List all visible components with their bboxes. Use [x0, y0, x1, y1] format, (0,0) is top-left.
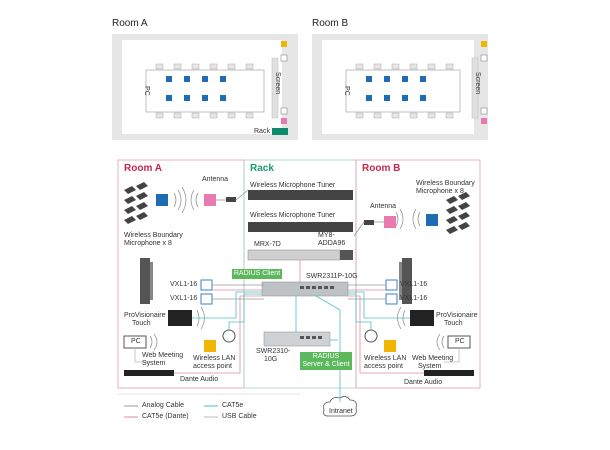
legend-usb: USB Cable — [222, 413, 257, 420]
floorplan-room-a-title: Room A — [112, 18, 148, 29]
provisionaire-label-b-1: ProVisionaire — [436, 312, 478, 319]
provisionaire-label-b-2: Touch — [444, 320, 463, 327]
provisionaire-a — [168, 310, 192, 326]
web-meeting-label-a-1: Web Meeting — [142, 352, 184, 359]
web-meeting-label-a-2: System — [142, 360, 166, 367]
wlan-ap-a — [222, 329, 236, 343]
wlan-ap-b — [364, 329, 378, 343]
vxl-box-b2 — [385, 293, 398, 305]
antenna-label-b: Antenna — [370, 203, 397, 210]
mrx-label: MRX-7D — [254, 241, 281, 248]
mic-receiver-a — [156, 194, 168, 206]
room-b-frame — [355, 159, 481, 389]
section-title-rack: Rack — [250, 163, 274, 174]
tuner-1-label: Wireless Microphone Tuner — [250, 182, 336, 189]
legend-cat5e: CAT5e — [222, 402, 244, 409]
boundary-mic-cluster-a — [124, 182, 148, 224]
boundary-mics-room-a — [166, 76, 226, 101]
wlan-label-b-2: access point — [364, 363, 403, 370]
floorplan-screen-label-a: Screen — [274, 72, 281, 95]
swr-poe-label: SWR2311P-10G — [306, 273, 358, 280]
my8-label-2: ADDA96 — [318, 240, 346, 247]
vxl-label-b2: VXL1-16 — [400, 295, 428, 302]
dante-audio-bar-a — [124, 370, 174, 376]
wlan-label-a-2: access point — [193, 363, 232, 370]
floorplan-room-b-title: Room B — [312, 18, 349, 29]
boundary-mic-label-b-2: Microphone x 8 — [416, 188, 464, 195]
tuner-2 — [248, 222, 353, 232]
section-title-room-b: Room B — [362, 163, 401, 174]
antenna-label-a: Antenna — [202, 176, 229, 183]
radius-server-label: RADIUS Server & Client — [300, 352, 352, 370]
intranet-label: Intranet — [329, 408, 353, 415]
mic-receiver-b — [426, 214, 438, 226]
web-meeting-label-b-2: System — [418, 363, 442, 370]
legend-analog: Analog Cable — [142, 402, 185, 409]
boundary-mic-cluster-b — [446, 192, 470, 234]
wlan-label-b-1: Wireless LAN — [364, 355, 407, 362]
vxl-label-a2: VXL1-16 — [170, 295, 198, 302]
dante-label-b: Dante Audio — [404, 379, 443, 386]
provisionaire-b — [410, 310, 434, 326]
rack-block — [272, 128, 288, 135]
tuner-1 — [248, 190, 353, 200]
wlan-device-a — [204, 340, 216, 352]
wlan-device-b — [384, 340, 396, 352]
vxl-box-b1 — [385, 279, 398, 291]
provisionaire-label-a-2: Touch — [132, 320, 151, 327]
provisionaire-label-a-1: ProVisionaire — [124, 312, 166, 319]
intranet-cloud — [323, 396, 357, 417]
boundary-mic-label-a-2: Microphone x 8 — [124, 240, 172, 247]
my8-adda96 — [340, 250, 353, 260]
radius-server-label-1: RADIUS — [312, 353, 340, 360]
web-meeting-label-b-1: Web Meeting — [412, 355, 454, 362]
boundary-mics-room-b — [366, 76, 426, 101]
floorplan-pc-label-b: PC — [343, 86, 350, 96]
pc-label-a: PC — [131, 338, 141, 345]
speaker-a — [140, 258, 150, 304]
tuner-2-label: Wireless Microphone Tuner — [250, 212, 336, 219]
vxl-label-a1: VXL1-16 — [170, 281, 198, 288]
antenna-b — [384, 216, 396, 228]
vxl-box-a2 — [200, 293, 213, 305]
radius-server-label-2: Server & Client — [302, 361, 350, 368]
cables — [134, 260, 460, 402]
dante-label-a: Dante Audio — [180, 376, 219, 383]
swr-main-label-2: 10G — [264, 356, 278, 363]
antenna-a — [204, 194, 216, 206]
vxl-label-b1: VXL1-16 — [400, 281, 428, 288]
floorplan-screen-label-b: Screen — [474, 72, 481, 95]
wlan-label-a-1: Wireless LAN — [193, 355, 236, 362]
floorplan-graphics — [145, 41, 488, 135]
floorplan-rack-label: Rack — [254, 128, 270, 135]
radius-client-label: RADIUS Client — [232, 269, 282, 279]
mrx-7d — [247, 249, 341, 261]
section-title-room-a: Room A — [124, 163, 162, 174]
speaker-b — [402, 258, 412, 304]
swr-main-label-1: SWR2310- — [256, 348, 291, 355]
dante-audio-bar-b — [424, 370, 474, 376]
swr2310 — [263, 331, 331, 347]
boundary-mic-label-a-1: Wireless Boundary — [124, 232, 183, 239]
my8-label-1: MY8- — [318, 232, 335, 239]
pc-label-b: PC — [455, 338, 465, 345]
legend-cat5e-dante: CAT5e (Dante) — [142, 413, 189, 420]
boundary-mic-label-b-1: Wireless Boundary — [416, 180, 475, 187]
system-diagram-graphics — [117, 159, 481, 418]
floorplan-pc-label-a: PC — [143, 86, 150, 96]
swr2311p — [261, 281, 349, 297]
vxl-box-a1 — [200, 279, 213, 291]
